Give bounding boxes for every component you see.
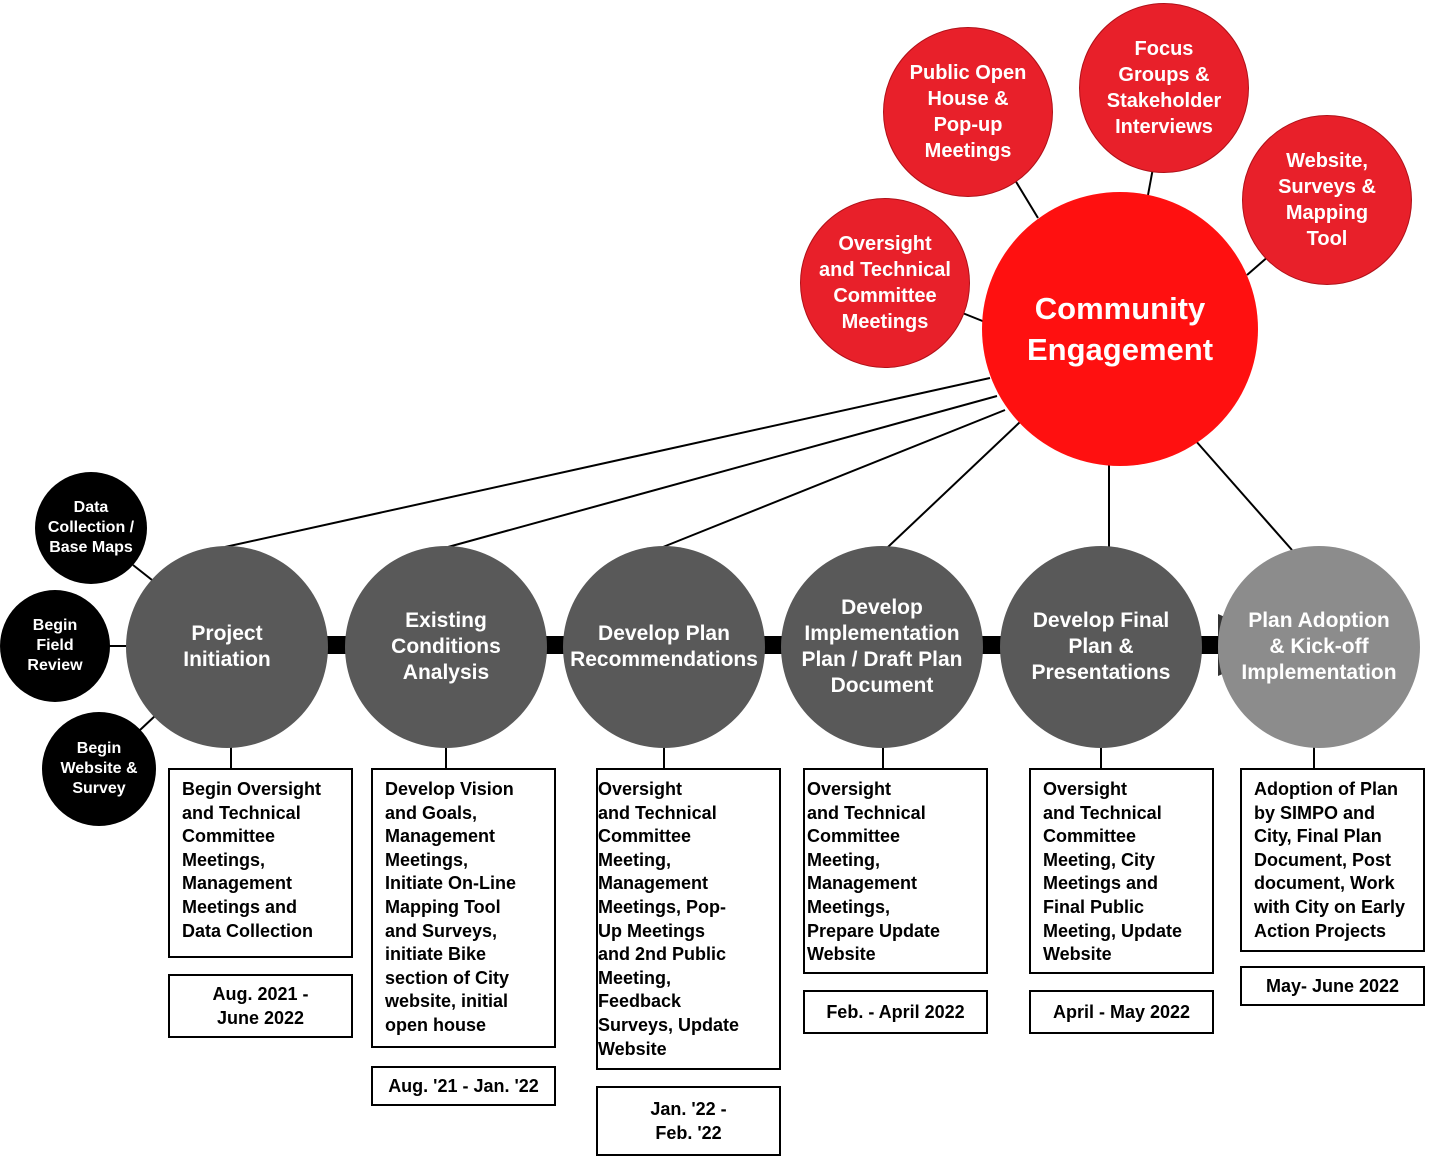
phase-5-final-plan: Develop Final Plan & Presentations <box>1000 546 1202 748</box>
phase-5-tasks: Oversight and Technical Committee Meetin… <box>1029 768 1214 974</box>
activity-3-line <box>139 714 157 731</box>
hub-to-phase-6-line <box>1194 439 1293 551</box>
hub-to-phase-4-line <box>887 421 1021 548</box>
engagement-oversight-committee: Oversight and Technical Committee Meetin… <box>800 198 970 368</box>
activity-data-collection: Data Collection / Base Maps <box>35 472 147 584</box>
satellite-3-line <box>1147 167 1154 196</box>
phase-3-tasks: Oversight and Technical Committee Meetin… <box>596 768 781 1070</box>
phase-2-tasks: Develop Vision and Goals, Management Mee… <box>371 768 556 1048</box>
phase-2-date: Aug. '21 - Jan. '22 <box>371 1066 556 1106</box>
phase-1-date: Aug. 2021 - June 2022 <box>168 974 353 1038</box>
satellite-2-line <box>1014 179 1039 219</box>
phase-3-date: Jan. '22 - Feb. '22 <box>596 1086 781 1156</box>
phase-3-plan-recommendations: Develop Plan Recommendations <box>563 546 765 748</box>
engagement-focus-groups: Focus Groups & Stakeholder Interviews <box>1079 3 1249 173</box>
phase-5-date: April - May 2022 <box>1029 990 1214 1034</box>
phase-1-project-initiation: Project Initiation <box>126 546 328 748</box>
phase-4-tasks: Oversight and Technical Committee Meetin… <box>803 768 988 974</box>
activity-1-line <box>132 564 153 581</box>
hub-to-phase-3-line <box>662 409 1006 548</box>
engagement-website-surveys: Website, Surveys & Mapping Tool <box>1242 115 1412 285</box>
phase-6-plan-adoption: Plan Adoption & Kick-off Implementation <box>1218 546 1420 748</box>
hub-to-phase-1-line <box>224 377 991 548</box>
phase-1-tasks: Begin Oversight and Technical Committee … <box>168 768 353 958</box>
phase-2-existing-conditions: Existing Conditions Analysis <box>345 546 547 748</box>
engagement-public-open-house: Public Open House & Pop-up Meetings <box>883 27 1053 197</box>
phase-6-date: May- June 2022 <box>1240 966 1425 1006</box>
phase-4-date: Feb. - April 2022 <box>803 990 988 1034</box>
hub-to-phase-2-line <box>447 395 998 548</box>
phase-4-implementation-plan: Develop Implementation Plan / Draft Plan… <box>781 546 983 748</box>
community-engagement-hub: Community Engagement <box>982 192 1258 466</box>
activity-website-survey: Begin Website & Survey <box>42 712 156 826</box>
activity-field-review: Begin Field Review <box>0 590 110 702</box>
phase-6-tasks: Adoption of Plan by SIMPO and City, Fina… <box>1240 768 1425 952</box>
